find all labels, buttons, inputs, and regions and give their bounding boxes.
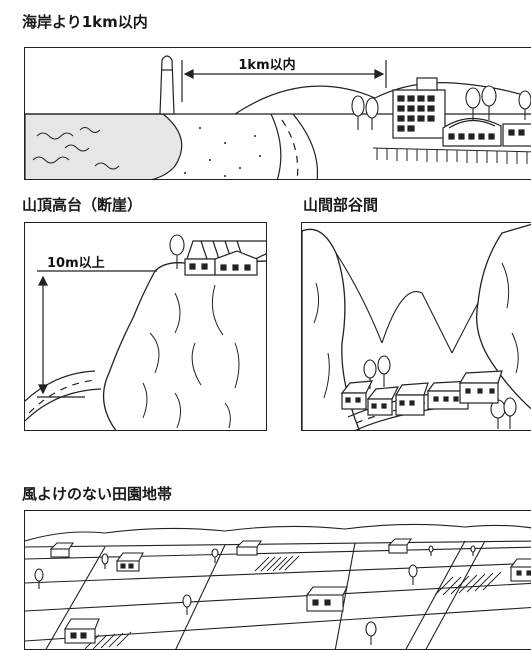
farmland-illustration [24,510,531,650]
valley-houses [340,370,503,416]
trees-right [465,85,531,120]
distance-label: 1km以内 [238,57,295,73]
distant-mountains [25,523,531,542]
lighthouse [159,55,175,115]
right-mountain [475,223,531,410]
factory-building [442,117,531,147]
farmhouses [49,538,531,644]
trees-left [351,95,379,130]
sea-area [25,113,183,179]
coastal-road [270,113,319,179]
coast-illustration: 1km以内 [24,47,531,180]
height-label: 10m以上 [47,256,105,271]
cliff-face [103,260,266,430]
coast-heading: 海岸より1km以内 [22,13,148,31]
field-lines [25,540,531,649]
distance-arrow [181,60,387,102]
paddy-hatching [84,555,502,649]
farm-trees [34,545,476,645]
height-arrow [37,270,157,398]
farmland-heading: 風よけのない田園地帯 [22,485,173,503]
valley-heading: 山間部谷間 [303,196,379,214]
valley-trees [363,355,517,429]
hills [234,82,531,115]
cliff-tree [169,234,185,269]
cliff-heading: 山頂高台（断崖） [22,196,143,214]
valley-texture [313,262,519,399]
waves [32,127,120,170]
cliff-road [25,370,102,422]
office-building [392,77,446,139]
cliff-illustration: 10m以上 [24,222,267,431]
valley-illustration [301,222,531,431]
houses-on-cliff [184,240,266,276]
background-ridges [335,252,479,354]
beach-dots [184,127,261,177]
fence [372,147,531,164]
cliff-texture [142,284,240,429]
farm-horizon [25,540,531,548]
